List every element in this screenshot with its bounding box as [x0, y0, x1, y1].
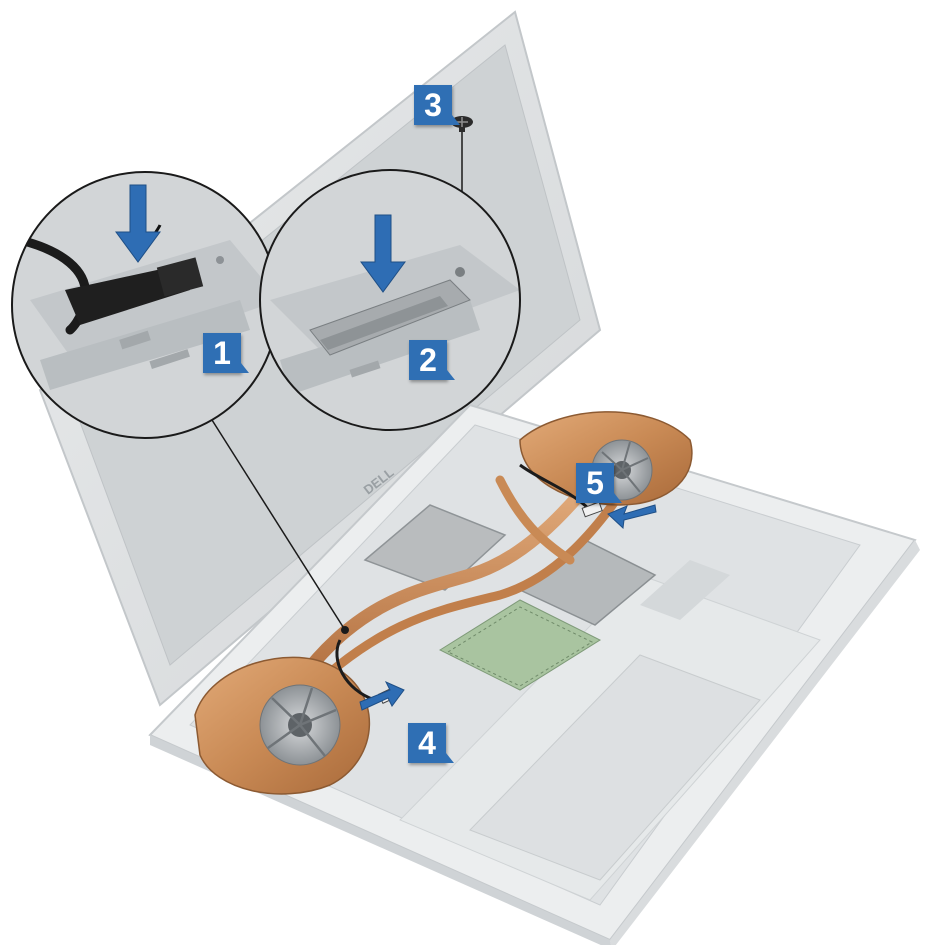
zoom-circle-cable — [11, 171, 279, 439]
step-callout-3: 3 — [414, 85, 460, 125]
laptop-base — [148, 403, 920, 945]
arrow-down-icon — [115, 184, 161, 263]
arrow-left-icon — [607, 504, 657, 530]
step-callout-2: 2 — [409, 340, 455, 380]
fan-left — [194, 656, 371, 795]
step-callout-4: 4 — [408, 723, 454, 763]
arrow-down-icon — [360, 214, 406, 293]
arrow-right-icon — [359, 680, 405, 711]
heat-pipes — [293, 463, 635, 705]
step-callout-1: 1 — [203, 333, 249, 373]
step-callout-5: 5 — [576, 463, 622, 503]
pointer-dot-1 — [341, 626, 349, 634]
fan-right — [519, 411, 693, 506]
pointer-line-1 — [211, 419, 346, 631]
zoom-circle-bracket — [259, 169, 521, 431]
